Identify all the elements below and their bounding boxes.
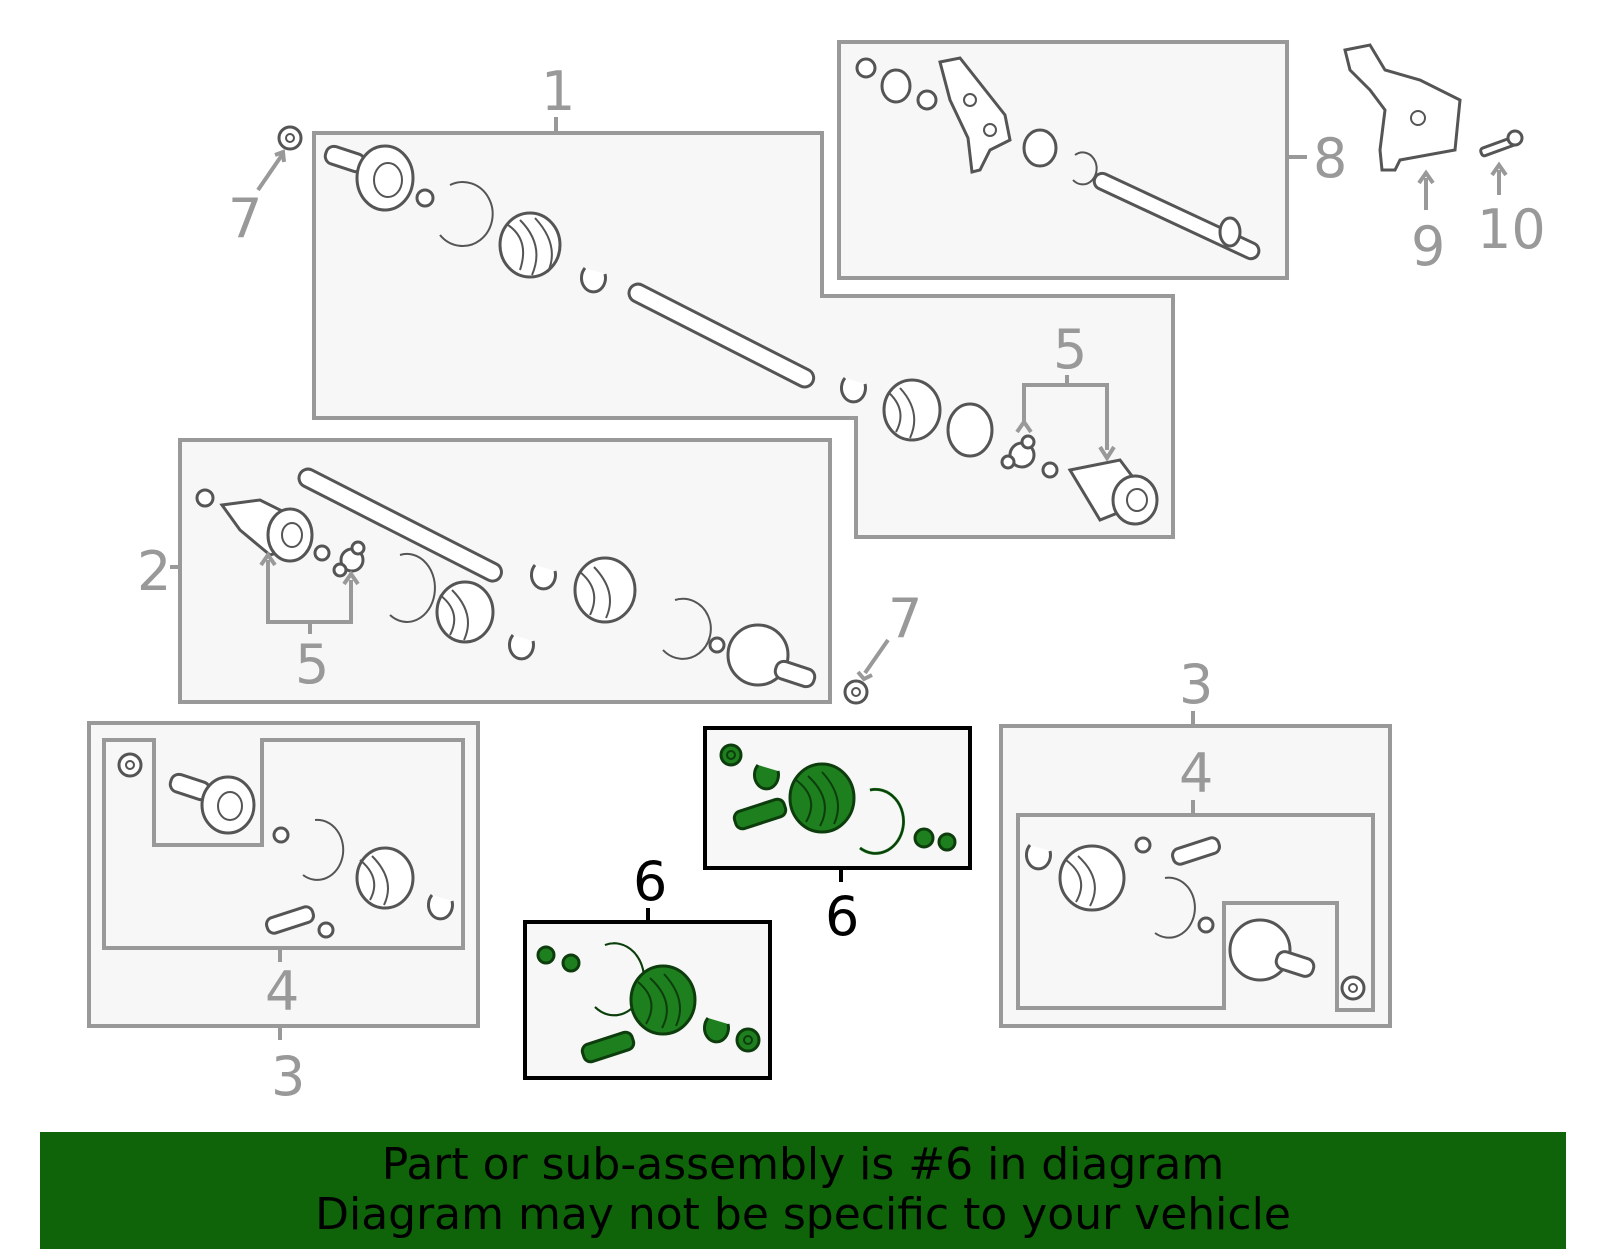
boot-icon-3 [573,556,637,624]
outer-cv-joint-icon-3 [168,772,256,835]
part-9-bracket[interactable]: 9 [1343,43,1462,278]
outer-cv-joint-icon-2 [726,623,817,689]
part-10-bolt[interactable]: 10 [1477,129,1546,261]
assembly-3-left-group[interactable]: 4 3 [87,721,480,1108]
highlight-boot-icon [788,762,856,834]
axle-shaft-icon-2 [297,467,503,583]
assembly-8-group[interactable]: 8 [837,40,1347,280]
inner-housing-icon [1067,458,1159,526]
tripod-joint-icon [1000,434,1036,470]
tripod-joint-icon-2 [332,540,366,578]
intermediate-shaft-icon [1092,171,1261,261]
banner-line-2: Diagram may not be specific to your vehi… [315,1189,1291,1240]
callout-7-top: 7 [228,187,262,250]
callout-5-top: 5 [1053,318,1087,381]
axle-shaft-icon [627,282,816,389]
callout-4-right: 4 [1179,742,1213,805]
highlight-dowel-icon [732,797,788,831]
callout-3-left: 3 [271,1045,305,1108]
assembly-1-group[interactable]: 1 [312,60,1175,539]
inner-boot-icon [882,378,942,442]
dowel-pin-icon [265,905,315,935]
bearing-bracket-icon [938,56,1012,174]
callout-8: 8 [1313,127,1347,190]
part-7-nut-mid[interactable]: 7 [843,587,922,705]
inner-cv-housing-icon [219,498,314,563]
info-banner: Part or sub-assembly is #6 in diagram Di… [40,1132,1566,1249]
outer-cv-joint-icon [323,144,415,212]
highlight-boot-icon-2 [629,964,697,1036]
callout-3-right: 3 [1179,653,1213,716]
part-7-nut-top[interactable]: 7 [228,125,303,250]
callout-2: 2 [137,540,171,603]
callout-6-top: 6 [825,885,859,948]
assembly-3-right-group[interactable]: 3 4 [999,653,1392,1028]
dowel-pin-icon-2 [1171,836,1221,866]
assembly-6-bottom-group[interactable]: 6 [523,850,772,1080]
callout-7-mid: 7 [888,587,922,650]
callout-4-left: 4 [265,960,299,1023]
boot-icon-4 [355,846,415,910]
callout-5-mid: 5 [295,633,329,696]
highlight-dowel-icon-2 [580,1030,636,1064]
callout-9: 9 [1411,215,1445,278]
banner-line-1: Part or sub-assembly is #6 in diagram [381,1139,1225,1190]
callout-10: 10 [1477,198,1546,261]
boot-icon-2 [435,580,495,644]
assembly-6-top-group[interactable]: 6 [703,726,972,948]
assembly-2-group[interactable]: 2 [137,438,832,704]
callout-6-bottom: 6 [633,850,667,913]
callout-1: 1 [541,60,575,123]
outer-cv-joint-icon-4 [1228,918,1316,982]
boot-icon [498,211,562,279]
boot-icon-5 [1058,844,1126,912]
